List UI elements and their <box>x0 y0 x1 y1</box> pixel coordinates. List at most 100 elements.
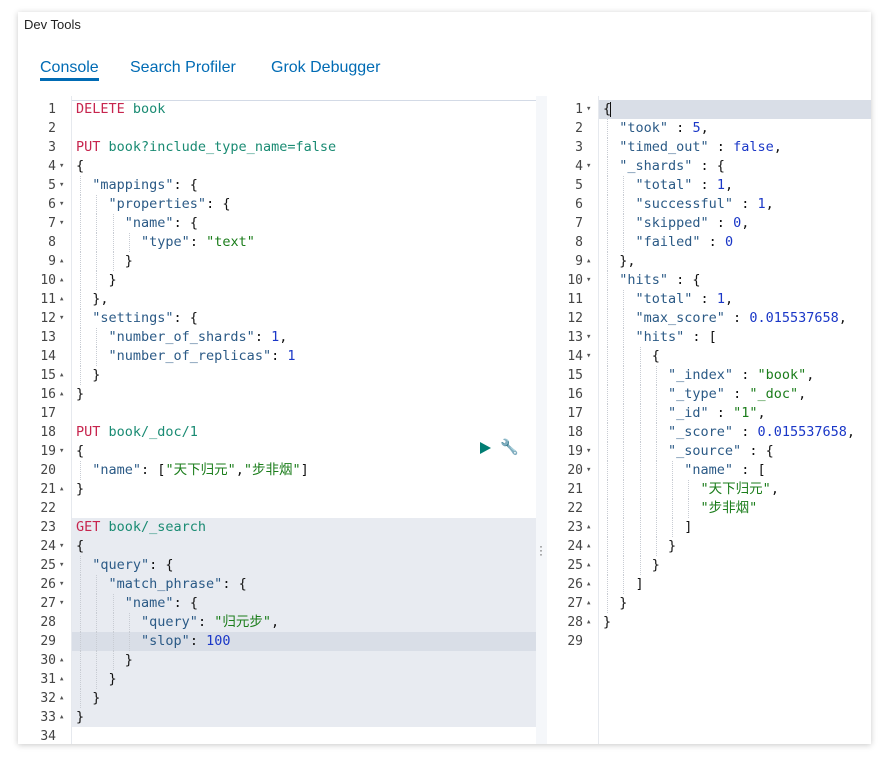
code-line[interactable]: 29 <box>547 632 871 651</box>
fold-close-icon[interactable]: ▴ <box>586 541 592 551</box>
tab-console[interactable]: Console <box>40 54 99 81</box>
code-line[interactable]: 9▴ } <box>18 252 536 271</box>
code-line[interactable]: 5 "total" : 1, <box>547 176 871 195</box>
code-line[interactable]: 1▾{ <box>547 100 871 119</box>
code-line[interactable]: 6 "successful" : 1, <box>547 195 871 214</box>
fold-open-icon[interactable]: ▾ <box>59 579 65 589</box>
code-line[interactable]: 22 <box>18 499 536 518</box>
code-line[interactable]: 3 "timed_out" : false, <box>547 138 871 157</box>
fold-close-icon[interactable]: ▴ <box>59 389 65 399</box>
fold-open-icon[interactable]: ▾ <box>586 446 592 456</box>
wrench-icon[interactable]: 🔧 <box>500 439 519 456</box>
code-line[interactable]: 10▾ "hits" : { <box>547 271 871 290</box>
fold-close-icon[interactable]: ▴ <box>59 256 65 266</box>
code-line[interactable]: 5▾ "mappings": { <box>18 176 536 195</box>
fold-open-icon[interactable]: ▾ <box>59 446 65 456</box>
fold-close-icon[interactable]: ▴ <box>59 674 65 684</box>
tab-search-profiler[interactable]: Search Profiler <box>130 59 236 76</box>
code-line[interactable]: 15 "_index" : "book", <box>547 366 871 385</box>
code-line[interactable]: 13 "number_of_shards": 1, <box>18 328 536 347</box>
code-line[interactable]: 6▾ "properties": { <box>18 195 536 214</box>
code-line[interactable]: 14▾ { <box>547 347 871 366</box>
fold-close-icon[interactable]: ▴ <box>586 617 592 627</box>
fold-open-icon[interactable]: ▾ <box>59 199 65 209</box>
fold-close-icon[interactable]: ▴ <box>59 693 65 703</box>
code-line[interactable]: 12▾ "settings": { <box>18 309 536 328</box>
code-line[interactable]: 7 "skipped" : 0, <box>547 214 871 233</box>
code-line[interactable]: 32▴ } <box>18 689 536 708</box>
response-viewer[interactable]: 1▾{2 "took" : 5,3 "timed_out" : false,4▾… <box>547 96 871 744</box>
code-line[interactable]: 2 <box>18 119 536 138</box>
code-line[interactable]: 16▴} <box>18 385 536 404</box>
fold-open-icon[interactable]: ▾ <box>586 161 592 171</box>
code-line[interactable]: 22 "步非烟" <box>547 499 871 518</box>
fold-close-icon[interactable]: ▴ <box>586 579 592 589</box>
fold-close-icon[interactable]: ▴ <box>586 560 592 570</box>
code-line[interactable]: 25▴ } <box>547 556 871 575</box>
code-line[interactable]: 28 "query": "归元步", <box>18 613 536 632</box>
code-line[interactable]: 34 <box>18 727 536 744</box>
fold-close-icon[interactable]: ▴ <box>59 655 65 665</box>
fold-close-icon[interactable]: ▴ <box>586 598 592 608</box>
fold-open-icon[interactable]: ▾ <box>59 161 65 171</box>
fold-close-icon[interactable]: ▴ <box>59 294 65 304</box>
code-line[interactable]: 8 "failed" : 0 <box>547 233 871 252</box>
pane-resize-handle[interactable]: ··· <box>536 96 547 744</box>
fold-open-icon[interactable]: ▾ <box>586 332 592 342</box>
code-line[interactable]: 9▴ }, <box>547 252 871 271</box>
code-line[interactable]: 2 "took" : 5, <box>547 119 871 138</box>
code-line[interactable]: 33▴} <box>18 708 536 727</box>
fold-open-icon[interactable]: ▾ <box>586 104 592 114</box>
code-line[interactable]: 8 "type": "text" <box>18 233 536 252</box>
code-line[interactable]: 10▴ } <box>18 271 536 290</box>
code-line[interactable]: 31▴ } <box>18 670 536 689</box>
code-line[interactable]: 12 "max_score" : 0.015537658, <box>547 309 871 328</box>
code-line[interactable]: 13▾ "hits" : [ <box>547 328 871 347</box>
code-line[interactable]: 28▴} <box>547 613 871 632</box>
fold-open-icon[interactable]: ▾ <box>59 560 65 570</box>
fold-open-icon[interactable]: ▾ <box>59 313 65 323</box>
code-line[interactable]: 17 "_id" : "1", <box>547 404 871 423</box>
code-line[interactable]: 20▾ "name" : [ <box>547 461 871 480</box>
tab-grok-debugger[interactable]: Grok Debugger <box>271 59 381 76</box>
fold-open-icon[interactable]: ▾ <box>586 465 592 475</box>
code-line[interactable]: 16 "_type" : "_doc", <box>547 385 871 404</box>
code-line[interactable]: 14 "number_of_replicas": 1 <box>18 347 536 366</box>
fold-close-icon[interactable]: ▴ <box>59 712 65 722</box>
code-line[interactable]: 24▾{ <box>18 537 536 556</box>
code-line[interactable]: 15▴ } <box>18 366 536 385</box>
fold-close-icon[interactable]: ▴ <box>59 484 65 494</box>
fold-close-icon[interactable]: ▴ <box>586 522 592 532</box>
code-line[interactable]: 4▾{ <box>18 157 536 176</box>
code-line[interactable]: 24▴ } <box>547 537 871 556</box>
fold-open-icon[interactable]: ▾ <box>59 180 65 190</box>
code-line[interactable]: 26▴ ] <box>547 575 871 594</box>
code-line[interactable]: 25▾ "query": { <box>18 556 536 575</box>
code-line[interactable]: 23▴ ] <box>547 518 871 537</box>
code-line[interactable]: 19▾{ <box>18 442 536 461</box>
fold-open-icon[interactable]: ▾ <box>586 275 592 285</box>
code-line[interactable]: 26▾ "match_phrase": { <box>18 575 536 594</box>
fold-close-icon[interactable]: ▴ <box>59 370 65 380</box>
code-line[interactable]: 30▴ } <box>18 651 536 670</box>
code-line[interactable]: 21▴} <box>18 480 536 499</box>
code-line[interactable]: 27▴ } <box>547 594 871 613</box>
code-line[interactable]: 17 <box>18 404 536 423</box>
code-line[interactable]: 19▾ "_source" : { <box>547 442 871 461</box>
fold-close-icon[interactable]: ▴ <box>586 256 592 266</box>
fold-close-icon[interactable]: ▴ <box>59 275 65 285</box>
code-line[interactable]: 18 "_score" : 0.015537658, <box>547 423 871 442</box>
fold-open-icon[interactable]: ▾ <box>59 218 65 228</box>
code-line[interactable]: 11▴ }, <box>18 290 536 309</box>
code-line[interactable]: 4▾ "_shards" : { <box>547 157 871 176</box>
code-line[interactable]: 27▾ "name": { <box>18 594 536 613</box>
code-line[interactable]: 21 "天下归元", <box>547 480 871 499</box>
code-line[interactable]: 7▾ "name": { <box>18 214 536 233</box>
code-line[interactable]: 29 "slop": 100 <box>18 632 536 651</box>
fold-open-icon[interactable]: ▾ <box>59 598 65 608</box>
